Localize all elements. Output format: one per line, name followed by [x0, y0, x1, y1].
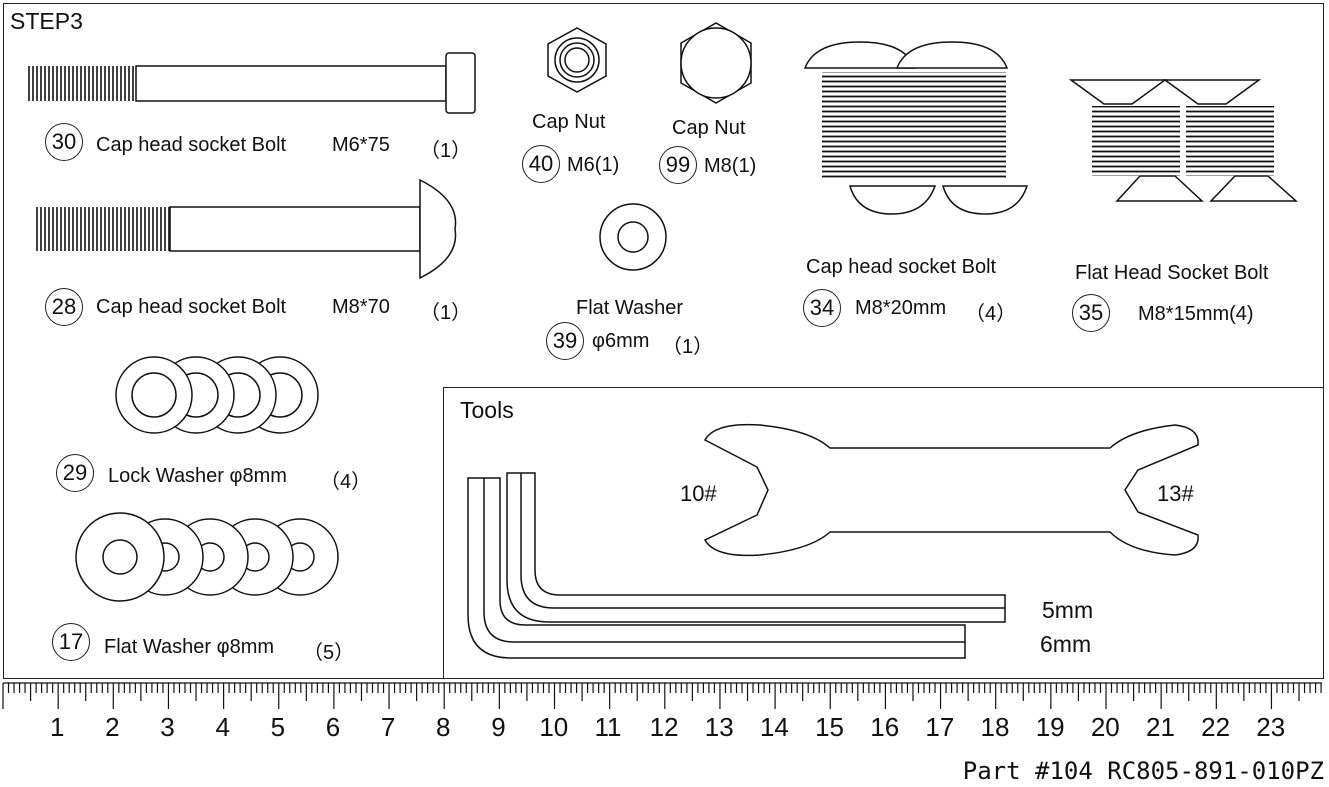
tools-title: Tools	[460, 397, 514, 423]
ruler-label: 11	[594, 712, 622, 742]
tools-box	[443, 387, 1324, 679]
part-34-spec: M8*20mm	[855, 297, 947, 319]
ruler-label: 4	[215, 712, 230, 742]
bolt-28-drawing	[35, 178, 457, 280]
part-34-name: Cap head socket Bolt	[806, 256, 997, 278]
ruler-label: 12	[649, 712, 679, 742]
ruler-label: 14	[759, 712, 789, 742]
flat-washers-drawing	[75, 512, 339, 602]
step-frame	[3, 3, 1324, 679]
part-30-name: Cap head socket Bolt	[96, 134, 287, 156]
part-35-name: Flat Head Socket Bolt	[1075, 262, 1269, 284]
ruler-label: 10	[539, 712, 569, 742]
bolt-30-drawing	[28, 52, 476, 114]
ruler-label: 7	[380, 712, 396, 742]
part-29-qty: （4）	[320, 471, 372, 493]
part-35-spec: M8*15mm(4)	[1138, 303, 1254, 325]
part-number-28: 28	[45, 288, 83, 326]
wrench-right-size: 13#	[1157, 481, 1194, 506]
part-17-name: Flat Washer φ8mm	[104, 636, 275, 658]
bolts-35-drawing	[1068, 79, 1298, 202]
part-number-99: 99	[659, 146, 697, 184]
part-17-qty: （5）	[303, 642, 355, 664]
part-99-spec: M8(1)	[704, 155, 757, 177]
part-34-qty: （4）	[965, 303, 1017, 325]
part-number-34: 34	[803, 289, 841, 327]
part-number-30: 30	[45, 123, 83, 161]
cap-nut-99-drawing	[680, 22, 752, 104]
part-number-40: 40	[522, 145, 560, 183]
ruler-label: 20	[1090, 712, 1120, 742]
hex-key-6mm-label: 6mm	[1040, 631, 1092, 657]
part-39-spec: φ6mm	[592, 330, 650, 352]
ruler-label: 9	[491, 712, 506, 742]
ruler-label: 18	[980, 712, 1010, 742]
ruler-label: 6	[325, 712, 341, 742]
ruler-label: 5	[270, 712, 286, 742]
ruler-label: 13	[704, 712, 734, 742]
part-28-spec: M8*70	[332, 296, 390, 318]
part-40-name: Cap Nut	[532, 111, 606, 133]
wrench-left-size: 10#	[680, 481, 717, 506]
ruler-label: 21	[1146, 712, 1175, 742]
ruler-label: 16	[870, 712, 900, 742]
part-number-29: 29	[56, 454, 94, 492]
part-30-qty: （1）	[420, 140, 472, 162]
part-40-spec: M6(1)	[567, 154, 620, 176]
part-99-name: Cap Nut	[672, 117, 746, 139]
part-number-footer: Part #104 RC805-891-010PZ	[962, 757, 1324, 785]
ruler-label: 23	[1256, 712, 1286, 742]
ruler-label: 1	[50, 712, 65, 742]
ruler-label: 8	[436, 712, 451, 742]
cap-nut-40-drawing	[547, 27, 607, 93]
lock-washers-drawing	[115, 356, 319, 434]
ruler-label: 15	[815, 712, 845, 742]
part-number-35: 35	[1072, 294, 1110, 332]
part-30-spec: M6*75	[332, 134, 390, 156]
part-29-name: Lock Washer φ8mm	[108, 465, 287, 487]
ruler-label: 2	[105, 712, 120, 742]
wrench-drawing	[703, 423, 1199, 557]
ruler-label: 19	[1035, 712, 1065, 742]
hex-keys-drawing	[467, 472, 1006, 659]
hex-key-5mm-label: 5mm	[1042, 597, 1094, 623]
part-number-39: 39	[546, 322, 584, 360]
part-28-qty: （1）	[420, 302, 472, 324]
flat-washer-39-drawing	[599, 203, 667, 271]
step-title: STEP3	[10, 8, 83, 34]
ruler-label: 17	[925, 712, 955, 742]
bolts-34-drawing	[803, 41, 1029, 215]
ruler-label: 3	[160, 712, 175, 742]
part-number-17: 17	[52, 623, 90, 661]
ruler-ticks	[2, 682, 1322, 709]
part-39-name: Flat Washer	[576, 297, 684, 319]
part-39-qty: （1）	[662, 336, 714, 358]
ruler-label: 22	[1201, 712, 1231, 742]
part-28-name: Cap head socket Bolt	[96, 296, 287, 318]
